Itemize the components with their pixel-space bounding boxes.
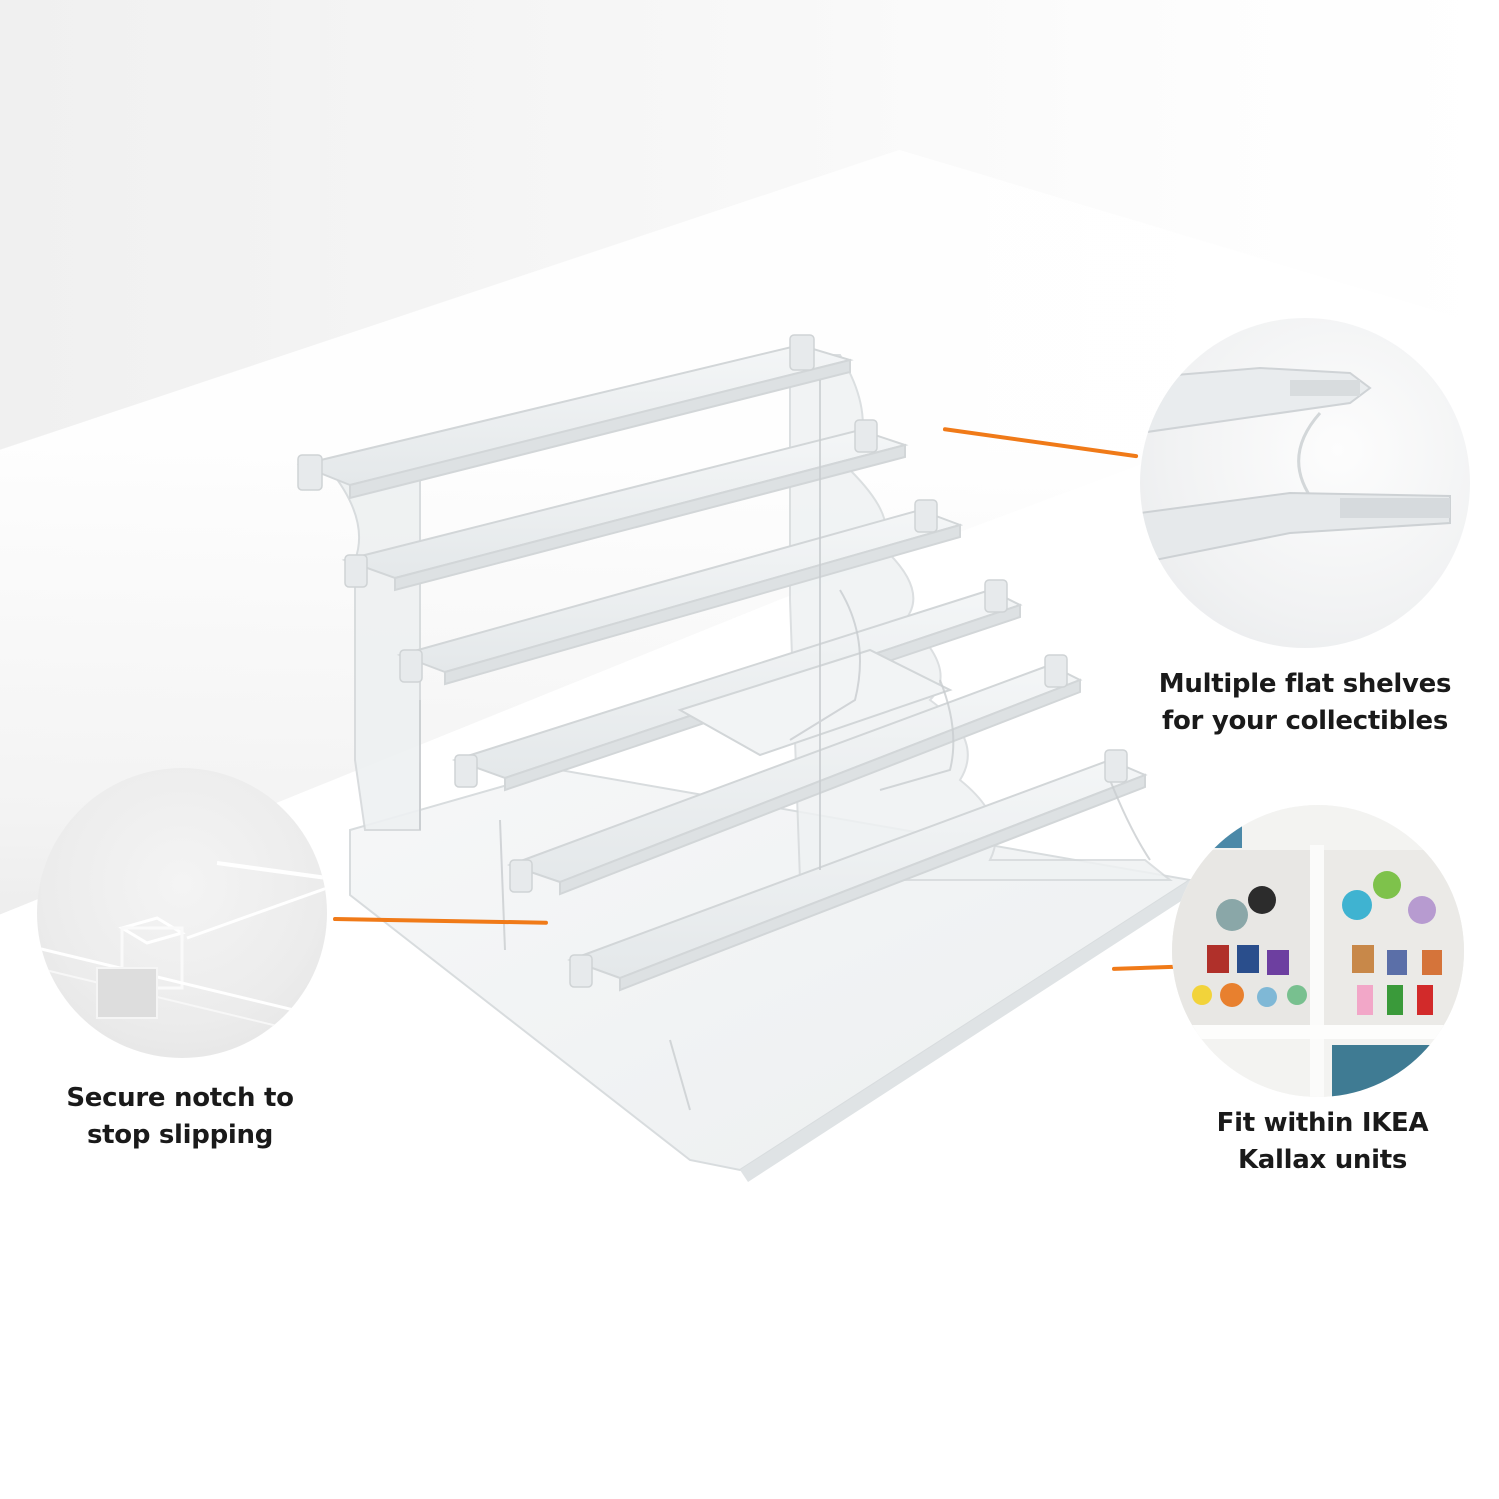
ikea-kallax-photo (1172, 805, 1464, 1097)
secure-notch-closeup-image (37, 768, 327, 1058)
kallax-shelf-figures (1172, 805, 1464, 1097)
flat-shelves-closeup-image (1140, 318, 1470, 648)
caption-ikea-kallax: Fit within IKEA Kallax units (1160, 1105, 1485, 1179)
caption-line: stop slipping (86, 1120, 274, 1150)
caption-line: Secure notch to (66, 1083, 294, 1113)
caption-secure-notch: Secure notch to stop slipping (20, 1080, 340, 1154)
caption-line: Multiple flat shelves (1158, 669, 1452, 699)
notch-detail (37, 861, 327, 1039)
caption-line: Fit within IKEA (1216, 1108, 1429, 1138)
shelf-edge-detail (1140, 366, 1451, 565)
caption-line: for your collectibles (1161, 706, 1449, 736)
caption-line: Kallax units (1237, 1145, 1408, 1175)
caption-flat-shelves: Multiple flat shelves for your collectib… (1140, 666, 1470, 740)
